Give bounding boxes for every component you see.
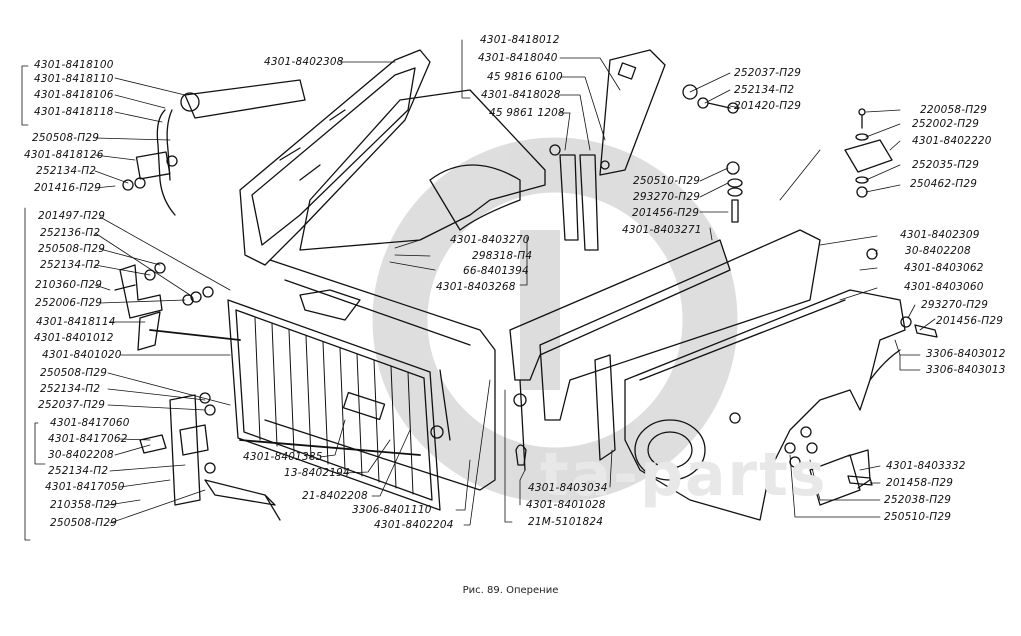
part-label: 293270-П29 xyxy=(633,191,701,203)
part-label: 201456-П29 xyxy=(936,315,1004,327)
part-label: 201497-П29 xyxy=(38,210,106,222)
figure-caption: Рис. 89. Оперение xyxy=(462,585,559,596)
part-label: 3306-8401110 xyxy=(352,504,432,516)
part-label: 250508-П29 xyxy=(40,367,108,379)
part-label: 4301-8403268 xyxy=(436,281,516,293)
part-label: 4301-8417050 xyxy=(45,481,125,493)
part-label: 4301-8403034 xyxy=(528,482,608,494)
hood-stay-part xyxy=(135,79,306,216)
part-label: 250508-П29 xyxy=(32,132,100,144)
grille-bracket-part xyxy=(119,264,281,521)
fastener-parts xyxy=(114,84,938,486)
part-label: 252134-П2 xyxy=(734,84,795,96)
part-label: 252134-П2 xyxy=(40,383,101,395)
part-label: 210360-П29 xyxy=(35,279,103,291)
part-label: 4301-8401012 xyxy=(34,332,114,344)
part-label: 201416-П29 xyxy=(34,182,102,194)
part-label: 4301-8401028 xyxy=(526,499,606,511)
part-label: 3306-8403013 xyxy=(926,364,1006,376)
part-label: 4301-8401020 xyxy=(42,349,122,361)
part-label: 21М-5101824 xyxy=(528,516,604,528)
part-label: 4301-8417060 xyxy=(50,417,130,429)
part-label: 30-8402208 xyxy=(905,245,971,257)
part-label: 252037-П29 xyxy=(734,67,802,79)
part-label: 4301-8402309 xyxy=(900,229,980,241)
part-label: 45 9816 6100 xyxy=(487,71,563,83)
part-label: 4301-8403062 xyxy=(904,262,984,274)
part-label: 4301-8417062 xyxy=(48,433,128,445)
part-label: 4301-8418110 xyxy=(34,73,114,85)
part-label: 293270-П29 xyxy=(921,299,989,311)
part-label: 4301-8418040 xyxy=(478,52,558,64)
part-label: 210358-П29 xyxy=(50,499,118,511)
part-label: 252035-П29 xyxy=(912,159,980,171)
part-label: 13-8402194 xyxy=(284,467,350,479)
part-label: 252038-П29 xyxy=(884,494,952,506)
leader-lines xyxy=(21,39,936,541)
part-label: 21-8402208 xyxy=(302,490,368,502)
part-label: 3306-8403012 xyxy=(926,348,1006,360)
part-label: 4301-8402308 xyxy=(264,56,344,68)
part-label: 4301-8418126 xyxy=(24,149,104,161)
part-label: 252134-П2 xyxy=(40,259,101,271)
part-label: 45 9861 1208 xyxy=(489,107,565,119)
hood-hinge-part xyxy=(549,49,666,251)
part-label: 4301-8403332 xyxy=(886,460,966,472)
part-label: 4301-8418106 xyxy=(34,89,114,101)
part-label: 66-8401394 xyxy=(463,265,529,277)
part-label: 30-8402208 xyxy=(48,449,114,461)
part-label: 252134-П2 xyxy=(36,165,97,177)
part-label: 4301-8418100 xyxy=(34,59,114,71)
part-label: 252037-П29 xyxy=(38,399,106,411)
front-panel-part xyxy=(264,259,496,491)
part-label: 250510-П29 xyxy=(884,511,952,523)
part-label: 250508-П29 xyxy=(50,517,118,529)
part-label: 4301-8403270 xyxy=(450,234,530,246)
part-label: 220058-П29 xyxy=(920,104,988,116)
hood-part xyxy=(239,49,546,266)
part-label: 252134-П2 xyxy=(48,465,109,477)
part-label: 201456-П29 xyxy=(632,207,700,219)
part-label: 250508-П29 xyxy=(38,243,106,255)
part-label: 4301-8418114 xyxy=(36,316,116,328)
part-label: 4301-8418118 xyxy=(34,106,114,118)
part-label: 201420-П29 xyxy=(734,100,802,112)
part-label: 201458-П29 xyxy=(886,477,954,489)
part-label: 4301-8401385 xyxy=(243,451,323,463)
part-label: 4301-8403060 xyxy=(904,281,984,293)
part-label: 4301-8418012 xyxy=(480,34,560,46)
part-label: 250462-П29 xyxy=(910,178,978,190)
part-label: 252136-П2 xyxy=(40,227,101,239)
part-label: 252006-П29 xyxy=(35,297,103,309)
part-label: 298318-П4 xyxy=(472,250,533,262)
part-label: 250510-П29 xyxy=(633,175,701,187)
part-label: 4301-8402204 xyxy=(374,519,454,531)
part-label: 4301-8418028 xyxy=(481,89,561,101)
part-label: 252002-П29 xyxy=(912,118,980,130)
front-fender-part xyxy=(624,289,906,521)
part-label: 4301-8403271 xyxy=(622,224,702,236)
mudguard-part xyxy=(509,229,821,471)
part-label: 4301-8402220 xyxy=(912,135,992,147)
radiator-grille-part xyxy=(227,299,441,511)
fender-plate-part xyxy=(809,449,871,506)
